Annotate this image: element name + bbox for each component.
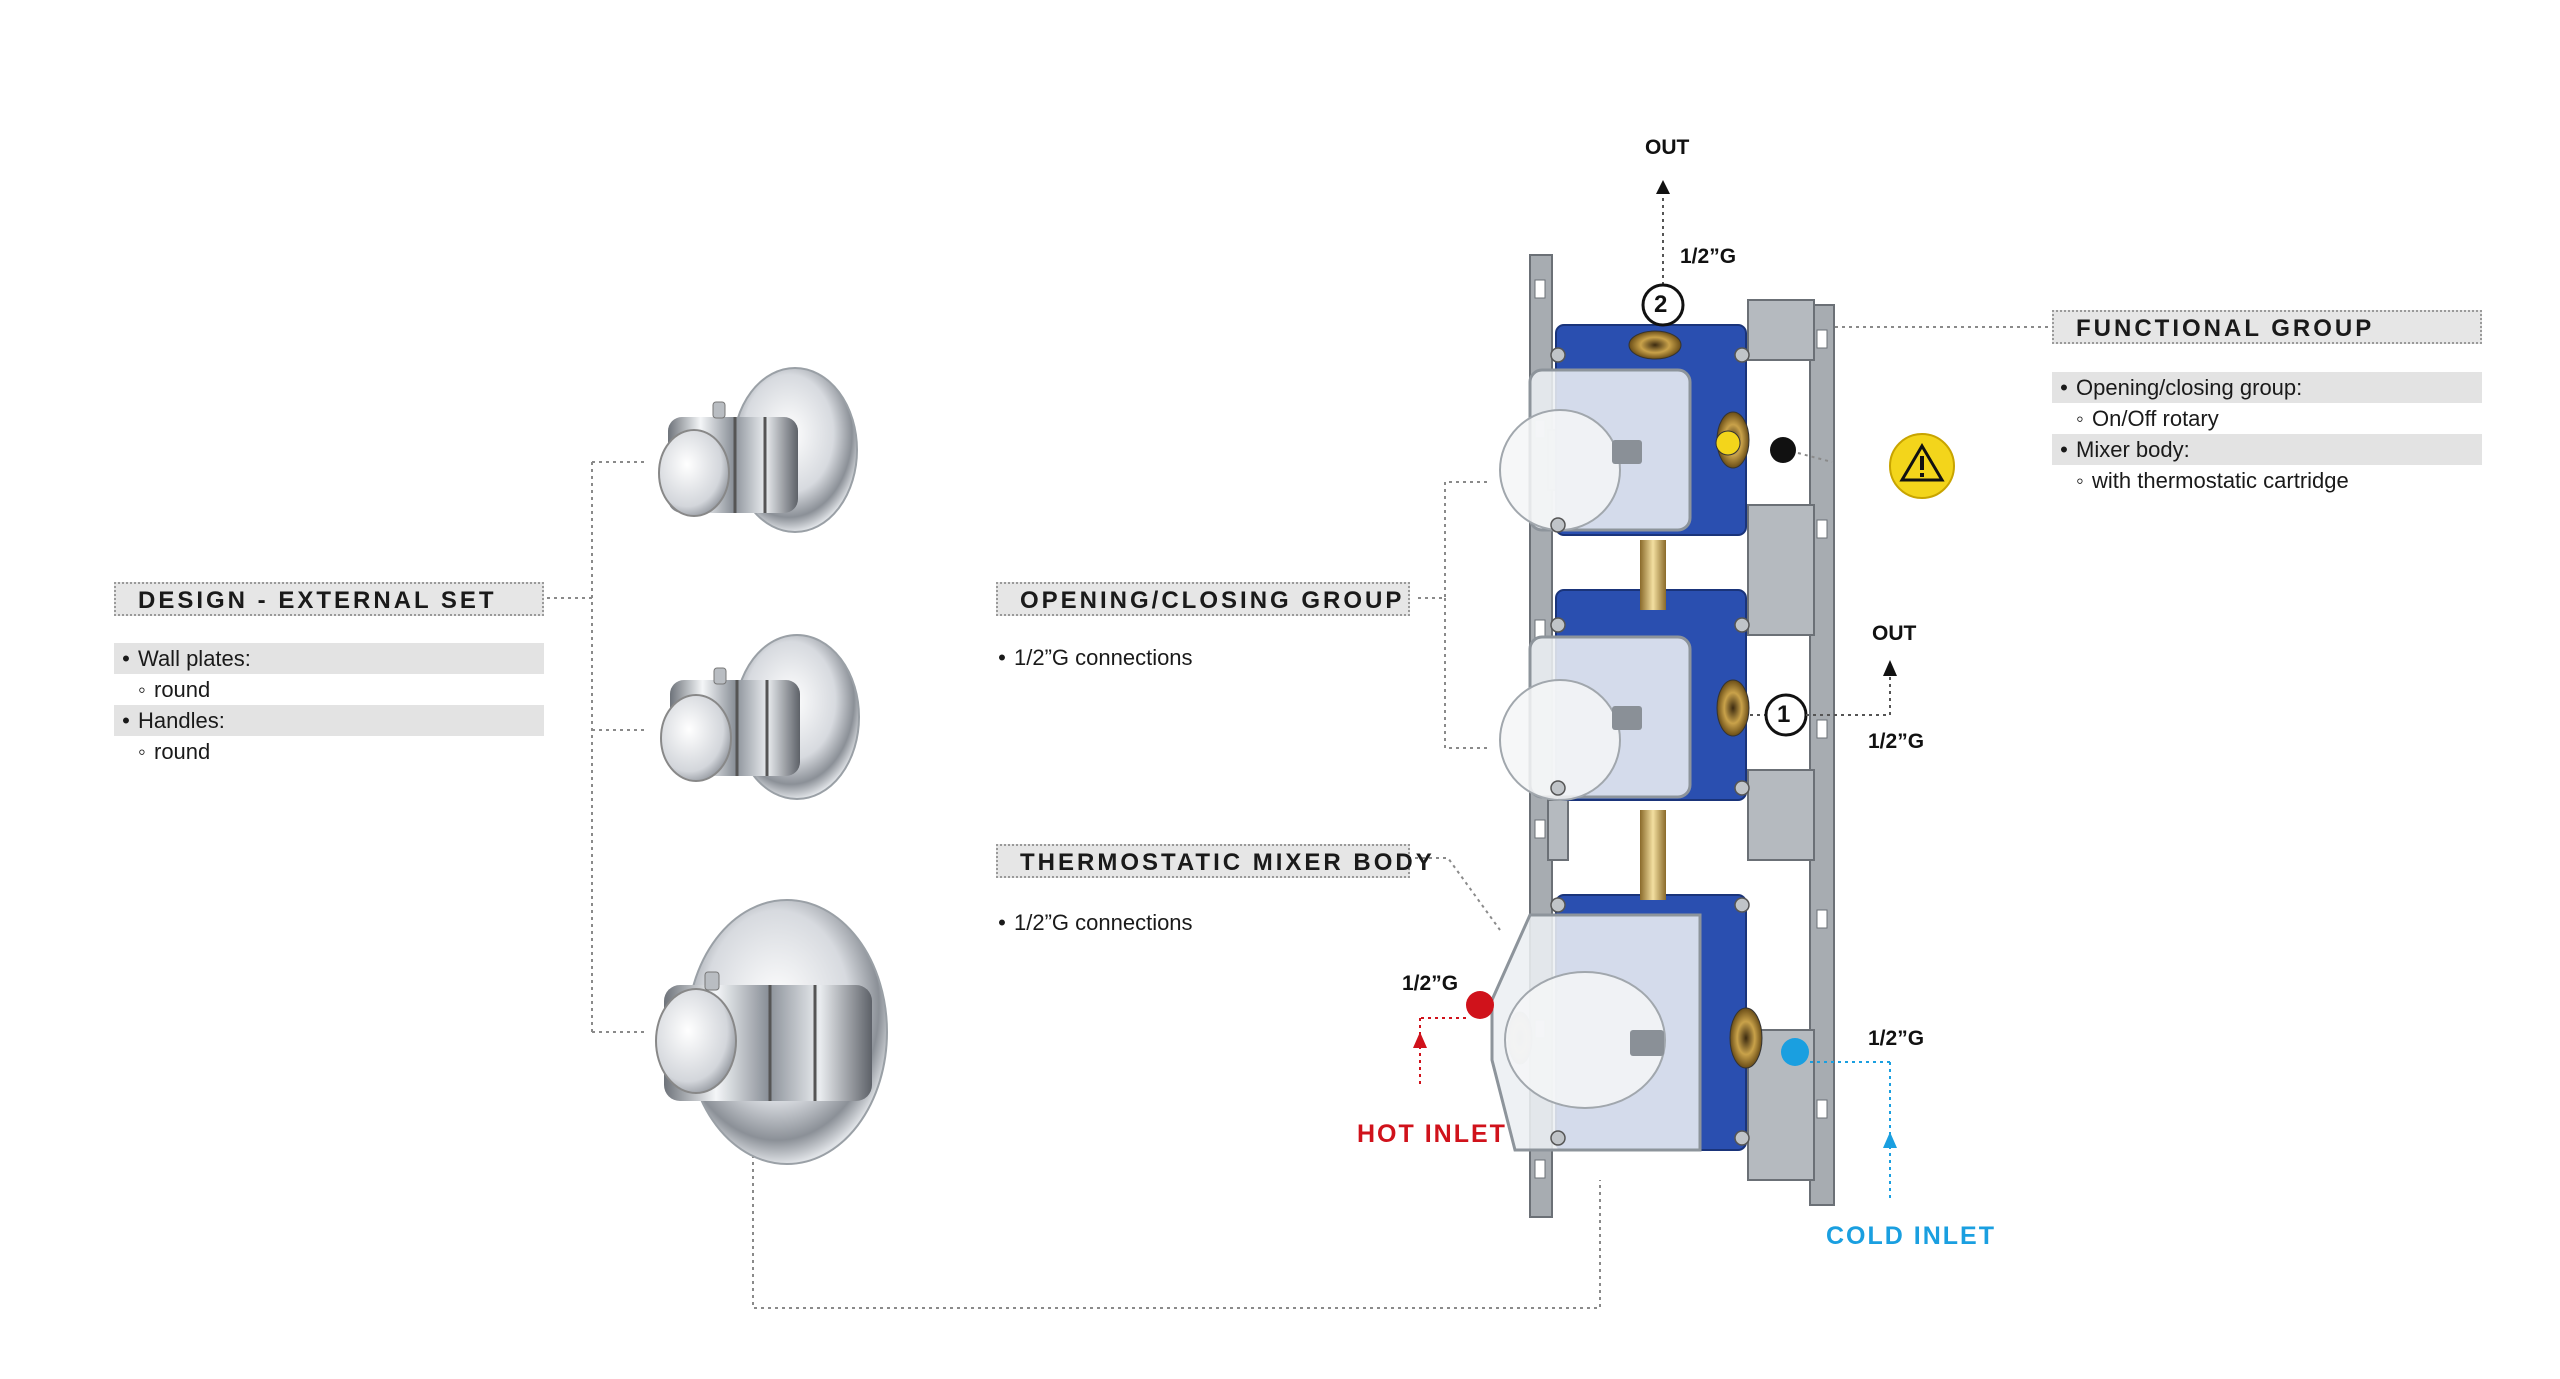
handle-set-1: [658, 367, 858, 533]
outlet-2-badge: [1641, 283, 1685, 327]
cold-inlet-size: 1/2”G: [1868, 1027, 1925, 1050]
design-item-sub: round: [114, 736, 544, 767]
design-group-list: Wall plates: round Handles: round: [114, 643, 544, 767]
design-item-sub: round: [114, 674, 544, 705]
hot-inlet-label: HOT INLET: [1357, 1120, 1507, 1148]
outlet-2-arrow: [1641, 180, 1685, 327]
handle-set-2: [660, 634, 860, 800]
outlet-2-size: 1/2”G: [1680, 245, 1737, 268]
mixer-group-title: THERMOSTATIC MIXER BODY: [996, 844, 1432, 878]
hot-inlet-size: 1/2”G: [1402, 972, 1459, 995]
functional-group-list: Opening/closing group: On/Off rotary Mix…: [2052, 372, 2482, 496]
outlet-1-size: 1/2”G: [1868, 730, 1925, 753]
outlet-2-number: 2: [1654, 291, 1668, 318]
outlet-1-number: 1: [1777, 701, 1791, 728]
outlet-1-arrow: [1750, 660, 1897, 737]
opening-group-list: 1/2”G connections: [990, 642, 1193, 673]
handle-set-3: [655, 899, 888, 1165]
functional-item-label: Mixer body:: [2052, 434, 2482, 465]
design-group-title: DESIGN - EXTERNAL SET: [114, 582, 544, 616]
pressure-test-dot: [1770, 437, 1796, 463]
design-connectors: [540, 326, 2050, 1309]
opening-item: 1/2”G connections: [990, 642, 1193, 673]
functional-group-title: FUNCTIONAL GROUP: [2052, 310, 2482, 344]
mixer-item: 1/2”G connections: [990, 907, 1193, 938]
warning-sticker-icon: [1889, 433, 1955, 499]
functional-item-label: Opening/closing group:: [2052, 372, 2482, 403]
design-item-label: Handles:: [114, 705, 544, 736]
hot-inlet-marker: [1413, 991, 1494, 1085]
outlet-2-label: OUT: [1645, 136, 1690, 159]
cold-inlet-marker: [1781, 1038, 1897, 1200]
design-item-label: Wall plates:: [114, 643, 544, 674]
mixer-group-list: 1/2”G connections: [990, 907, 1193, 938]
outlet-1-label: OUT: [1872, 622, 1917, 645]
functional-item-sub: On/Off rotary: [2052, 403, 2482, 434]
functional-item-sub: with thermostatic cartridge: [2052, 465, 2482, 496]
opening-group-title: OPENING/CLOSING GROUP: [996, 582, 1410, 616]
concealed-functional-group: [1490, 254, 1835, 1218]
cold-inlet-label: COLD INLET: [1826, 1222, 1996, 1250]
